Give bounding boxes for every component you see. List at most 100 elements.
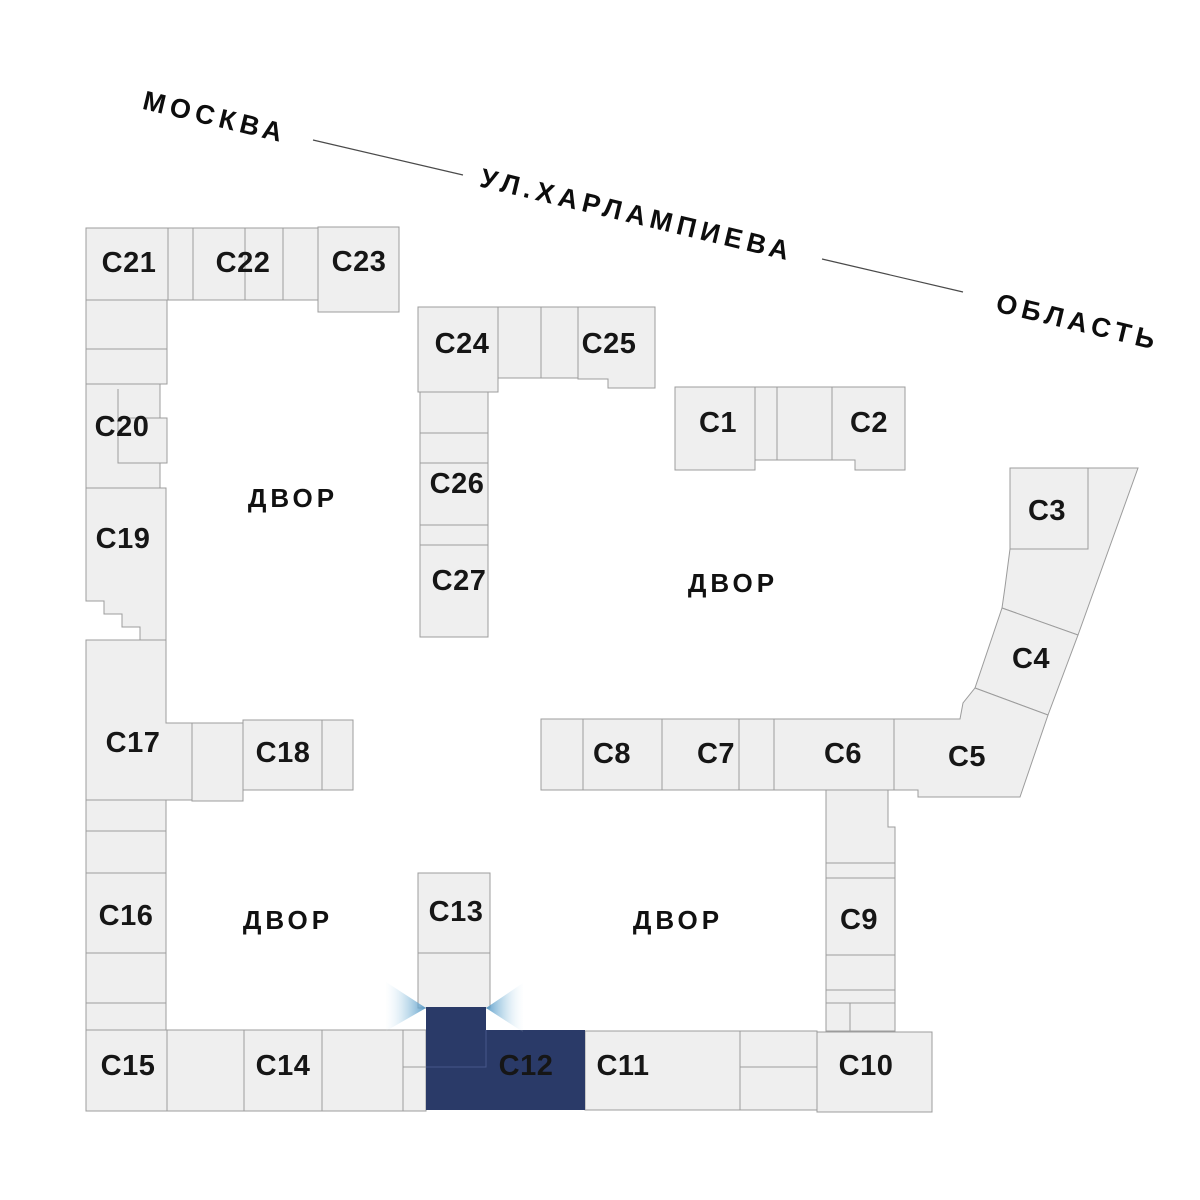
building-c16-shape[interactable] (85, 872, 167, 954)
section-cell (85, 830, 167, 874)
building-c9-label: С9 (840, 904, 878, 936)
building-c17[interactable]: С17 (85, 639, 193, 801)
section-cell (419, 524, 489, 546)
street-label-kharlampieva: УЛ.ХАРЛАМПИЕВА (477, 163, 797, 267)
light-beam-right (486, 983, 523, 1032)
building-c11[interactable]: С11 (584, 1030, 741, 1111)
building-c26-label: С26 (430, 468, 485, 500)
building-c18-shape[interactable] (242, 719, 323, 791)
building-c22-shape[interactable] (192, 227, 246, 301)
section-cell (166, 1029, 245, 1112)
section-cell (85, 952, 167, 1004)
building-c13-shape[interactable] (417, 872, 491, 954)
section-cell (167, 227, 194, 301)
section-cell (85, 799, 167, 832)
building-c13[interactable]: С13 (417, 872, 491, 1009)
building-c9[interactable]: С9 (825, 789, 896, 1032)
building-c1-shape[interactable] (674, 386, 756, 471)
building-c9-shape[interactable] (825, 789, 896, 1032)
building-c7-label: С7 (697, 738, 735, 770)
building-c20-shape[interactable] (117, 417, 168, 464)
building-c25-label: С25 (582, 328, 637, 360)
building-c15-shape[interactable] (85, 1029, 168, 1112)
building-c22[interactable]: С22 (192, 227, 284, 301)
building-c18[interactable]: С18 (242, 719, 354, 791)
section-cell (738, 718, 775, 791)
building-c1-label: С1 (699, 407, 737, 439)
street-line (312, 139, 464, 176)
building-c14-shape[interactable] (243, 1029, 323, 1112)
building-c23[interactable]: С23 (317, 226, 400, 313)
building-c20[interactable]: С20 (85, 383, 168, 489)
building-c21-label: С21 (102, 247, 157, 279)
building-c15[interactable]: С15 (85, 1029, 168, 1112)
building-c18-label: С18 (256, 737, 311, 769)
building-c19-shape[interactable] (85, 487, 167, 641)
building-c8[interactable]: С8 (582, 718, 663, 791)
building-c3-shape[interactable] (1009, 467, 1089, 550)
building-c7[interactable]: С7 (661, 718, 740, 791)
building-c27-shape[interactable] (419, 544, 489, 638)
building-c25[interactable]: С25 (577, 306, 656, 389)
light-beam-left (386, 982, 426, 1031)
building-c1[interactable]: С1 (674, 386, 756, 471)
building-c24[interactable]: С24 (417, 306, 499, 393)
section-cell (191, 722, 244, 802)
cell-divider (426, 1030, 487, 1068)
building-c5-shape[interactable] (893, 687, 1049, 798)
building-c17-label: С17 (106, 727, 161, 759)
building-c15-label: С15 (101, 1050, 156, 1082)
building-c16[interactable]: С16 (85, 872, 167, 954)
building-c26[interactable]: С26 (419, 462, 489, 526)
section-cell (321, 1029, 404, 1112)
building-c2-shape[interactable] (831, 386, 906, 471)
section-cell (85, 1002, 167, 1032)
section-cell (754, 386, 778, 461)
building-c21-shape[interactable] (85, 227, 169, 301)
street-label-moscow: МОСКВА (140, 85, 290, 149)
building-c14-label: С14 (256, 1050, 311, 1082)
building-c27[interactable]: С27 (419, 544, 489, 638)
building-c18-shape[interactable] (321, 719, 354, 791)
building-c4-label: С4 (1012, 643, 1050, 675)
building-c10-label: С10 (839, 1050, 894, 1082)
section-cell (497, 306, 542, 379)
courtyard-label: ДВОР (243, 905, 333, 935)
building-c10[interactable]: С10 (816, 1031, 933, 1113)
building-c14[interactable]: С14 (243, 1029, 323, 1112)
building-c2[interactable]: С2 (831, 386, 906, 471)
building-c11-shape[interactable] (584, 1030, 741, 1111)
building-c25-shape[interactable] (577, 306, 656, 389)
building-c5[interactable]: С5 (893, 687, 1049, 798)
building-c3[interactable]: С3 (1009, 467, 1089, 550)
building-c23-shape[interactable] (317, 226, 400, 313)
building-c10-shape[interactable] (816, 1031, 933, 1113)
section-cell (402, 1029, 427, 1112)
building-c26-shape[interactable] (419, 462, 489, 526)
building-c6[interactable]: С6 (773, 718, 895, 791)
section-cell (85, 348, 168, 385)
building-c6-shape[interactable] (773, 718, 895, 791)
building-c13-shape[interactable] (417, 952, 491, 1009)
building-c8-shape[interactable] (582, 718, 663, 791)
section-cell (85, 299, 168, 350)
building-c23-label: С23 (332, 246, 387, 278)
building-c24-shape[interactable] (417, 306, 499, 393)
section-cell (739, 1030, 818, 1111)
building-c12-shape[interactable] (426, 1007, 585, 1110)
building-c5-label: С5 (948, 741, 986, 773)
building-c20-label: С20 (95, 411, 150, 443)
building-c21[interactable]: С21 (85, 227, 169, 301)
section-cell (419, 391, 489, 434)
building-c6-label: С6 (824, 738, 862, 770)
building-c17-shape[interactable] (85, 639, 193, 801)
courtyard-label: ДВОР (248, 483, 338, 513)
building-c3-label: С3 (1028, 495, 1066, 527)
building-c24-label: С24 (435, 328, 490, 360)
building-c19-label: С19 (96, 523, 151, 555)
street-line (821, 258, 964, 293)
building-c7-shape[interactable] (661, 718, 740, 791)
building-c12[interactable]: С12 (426, 1007, 585, 1110)
building-c19[interactable]: С19 (85, 487, 167, 641)
